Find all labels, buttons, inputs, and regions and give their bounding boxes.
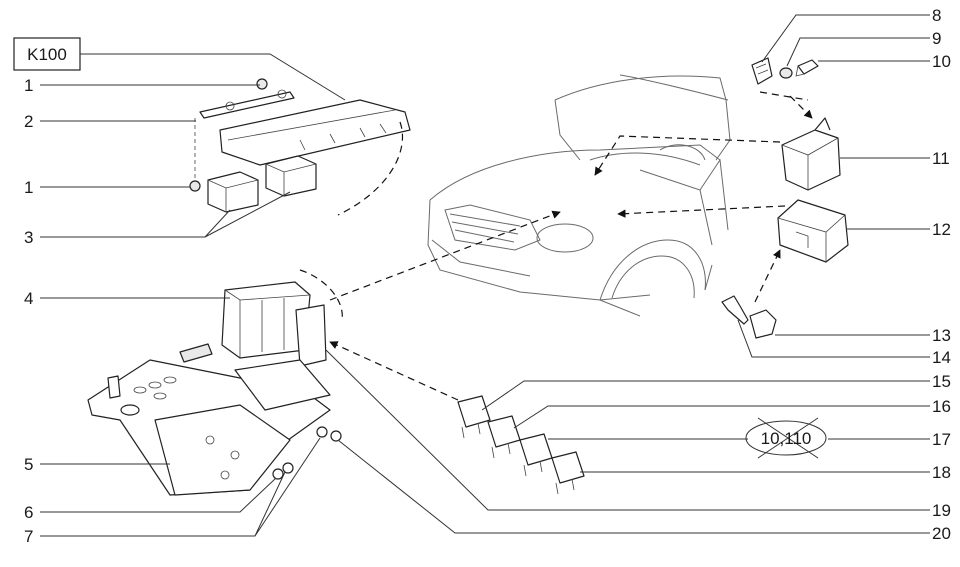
callout-16: 16	[932, 397, 951, 416]
callout-3: 3	[24, 228, 33, 247]
relay-bracket-assembly	[189, 78, 411, 213]
group-code-box: K100	[13, 37, 346, 101]
callout-8: 8	[932, 6, 941, 25]
callout-15: 15	[932, 372, 951, 391]
excluded-note-text: 10,110	[761, 429, 812, 448]
callout-13: 13	[932, 326, 951, 345]
callout-12: 12	[932, 220, 951, 239]
callout-2: 2	[24, 112, 33, 131]
car-outline	[427, 74, 731, 317]
callout-19: 19	[932, 501, 951, 520]
callout-7: 7	[24, 527, 33, 546]
callout-4: 4	[24, 289, 33, 308]
fuse-18	[551, 451, 585, 495]
callout-9: 9	[932, 29, 941, 48]
callout-6: 6	[24, 503, 33, 522]
fuse-16	[487, 415, 521, 459]
callout-20: 20	[932, 524, 951, 543]
callout-17: 17	[932, 430, 951, 449]
callout-1-bottom: 1	[24, 178, 33, 197]
callout-18: 18	[932, 463, 951, 482]
fuse-17	[519, 433, 553, 477]
fuses	[457, 395, 585, 495]
callout-5: 5	[24, 455, 33, 474]
leader-lines	[40, 14, 930, 537]
callout-labels: 1 2 1 3 4 5 6 7 8 9 10 11 12 13 14 15 16…	[24, 6, 951, 546]
group-code: K100	[27, 45, 67, 64]
callout-10: 10	[932, 52, 951, 71]
callout-1-top: 1	[24, 76, 33, 95]
callout-14: 14	[932, 348, 951, 367]
excluded-note: 10,110	[745, 417, 827, 459]
relay-mount-parts	[721, 57, 849, 339]
fuse-box-assembly	[87, 281, 342, 496]
callout-11: 11	[932, 149, 950, 168]
fuse-15	[457, 395, 491, 439]
